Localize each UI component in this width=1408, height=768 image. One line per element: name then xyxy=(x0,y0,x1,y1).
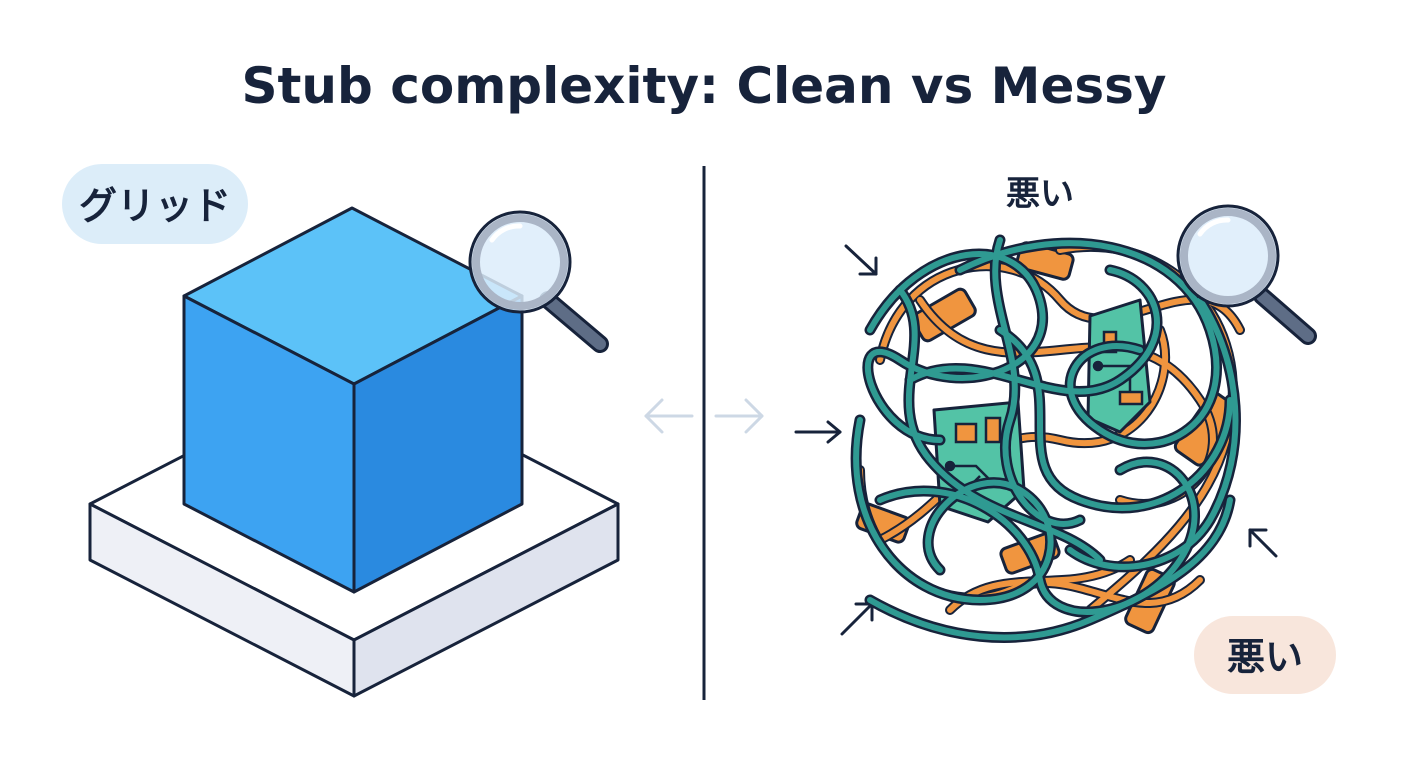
magnifier-icon xyxy=(468,210,609,353)
right-badge: 悪い xyxy=(1194,616,1336,694)
arrow-top-left-icon xyxy=(844,244,878,276)
arrow-bottom-left-icon xyxy=(840,602,874,636)
left-panel: グリッド xyxy=(62,164,620,698)
right-heading: 悪い xyxy=(1006,174,1074,214)
cube-icon xyxy=(182,206,524,594)
arrow-left-icon xyxy=(794,420,842,444)
left-badge: グリッド xyxy=(62,164,248,244)
right-badge-label: 悪い xyxy=(1227,635,1303,679)
tangled-wires-icon xyxy=(850,234,1245,643)
magnifier-icon xyxy=(1176,204,1317,345)
arrow-right-icon xyxy=(1248,528,1278,558)
left-badge-label: グリッド xyxy=(79,184,231,228)
double-arrow-icon xyxy=(644,398,764,434)
page-title: Stub complexity: Clean vs Messy xyxy=(242,57,1167,115)
right-panel: 悪い xyxy=(794,174,1336,694)
